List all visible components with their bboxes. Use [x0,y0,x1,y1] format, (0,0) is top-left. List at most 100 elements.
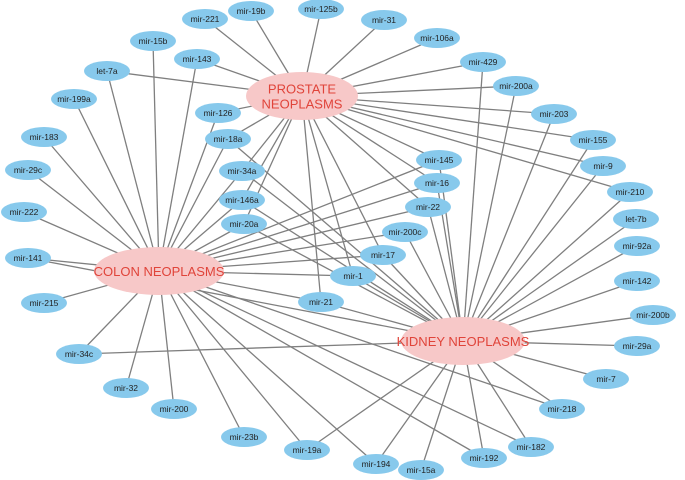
disease-node-shape [246,72,358,120]
mirna-node-mir17[interactable]: mir-17 [360,245,406,265]
disease-node-label: COLON NEOPLASMS [94,264,225,279]
mirna-node-mir142[interactable]: mir-142 [614,271,660,291]
mirna-node-let7b[interactable]: let-7b [613,209,659,229]
mirna-node-mir34c[interactable]: mir-34c [56,344,102,364]
mirna-node-mir203[interactable]: mir-203 [531,104,577,124]
mirna-node-mir126[interactable]: mir-126 [195,103,241,123]
mirna-node-shape [613,209,659,229]
edge-prostate-mir21 [301,95,322,303]
mirna-node-mir29c[interactable]: mir-29c [5,160,51,180]
mirna-node-label: mir-429 [469,57,498,67]
mirna-node-mir222[interactable]: mir-222 [1,202,47,222]
mirna-node-mir155[interactable]: mir-155 [570,130,616,150]
mirna-node-shape [493,76,539,96]
disease-node-colon[interactable]: COLON NEOPLASMS [94,247,225,295]
mirna-node-label: mir-200a [499,81,533,91]
edge-kidney-mir200a [462,85,517,342]
mirna-node-label: mir-221 [191,14,220,24]
mirna-node-label: mir-183 [30,132,59,142]
mirna-node-mir182[interactable]: mir-182 [508,437,554,457]
mirna-node-mir1[interactable]: mir-1 [330,266,376,286]
mirna-node-mir31[interactable]: mir-31 [361,10,407,30]
edge-colon-mir15b [152,40,160,272]
mirna-node-label: mir-142 [623,276,652,286]
mirna-node-mir19a[interactable]: mir-19a [284,440,330,460]
mirna-node-label: mir-155 [579,135,608,145]
mirna-node-shape [353,454,399,474]
mirna-node-shape [460,52,506,72]
mirna-node-mir20a[interactable]: mir-20a [221,214,267,234]
mirna-node-mir143[interactable]: mir-143 [174,49,220,69]
mirna-node-shape [174,49,220,69]
mirna-node-mir183[interactable]: mir-183 [21,127,67,147]
mirna-node-mir200b[interactable]: mir-200b [630,305,676,325]
mirna-node-mir9[interactable]: mir-9 [580,156,626,176]
mirna-node-mir218[interactable]: mir-218 [539,399,585,419]
mirna-node-mir199a[interactable]: mir-199a [51,89,97,109]
mirna-node-let7a[interactable]: let-7a [84,61,130,81]
mirna-node-shape [284,440,330,460]
mirna-node-shape [607,182,653,202]
mirna-node-mir16[interactable]: mir-16 [414,173,460,193]
mirna-node-mir192[interactable]: mir-192 [461,448,507,468]
edge-kidney-mir155 [462,139,594,342]
mirna-node-mir200a[interactable]: mir-200a [493,76,539,96]
mirna-node-label: mir-18a [214,134,243,144]
mirna-node-mir7[interactable]: mir-7 [583,369,629,389]
mirna-node-label: mir-200 [160,404,189,414]
disease-node-shape [94,247,224,295]
mirna-node-mir32[interactable]: mir-32 [103,378,149,398]
mirna-node-mir141[interactable]: mir-141 [5,248,51,268]
mirna-node-shape [205,129,251,149]
mirna-node-mir15a[interactable]: mir-15a [398,460,444,480]
mirna-node-mir429[interactable]: mir-429 [460,52,506,72]
disease-node-label: KIDNEY NEOPLASMS [397,334,530,349]
mirna-node-shape [570,130,616,150]
edge-colon-mir182 [158,270,532,448]
mirna-node-shape [195,103,241,123]
mirna-node-shape [103,378,149,398]
mirna-node-shape [221,214,267,234]
mirna-node-mir125b[interactable]: mir-125b [298,0,344,19]
disease-node-shape [401,317,525,365]
mirna-node-label: mir-15a [407,465,436,475]
mirna-node-label: mir-218 [548,404,577,414]
mirna-node-mir194[interactable]: mir-194 [353,454,399,474]
mirna-node-mir200c[interactable]: mir-200c [382,222,428,242]
mirna-node-label: mir-1 [343,271,363,281]
edge-colon-let7a [106,70,160,272]
mirna-node-mir92a[interactable]: mir-92a [614,236,660,256]
edge-prostate-mir1 [301,95,354,277]
mirna-node-shape [414,173,460,193]
mirna-node-shape [219,161,265,181]
edge-prostate-mir17 [301,95,384,256]
mirna-node-shape [21,127,67,147]
mirna-node-mir200[interactable]: mir-200 [151,399,197,419]
mirna-node-mir106a[interactable]: mir-106a [414,28,460,48]
mirna-node-label: mir-23b [230,432,259,442]
mirna-node-mir146a[interactable]: mir-146a [219,190,265,210]
mirna-node-mir18a[interactable]: mir-18a [205,129,251,149]
edge-prostate-mir210 [301,95,631,193]
disease-node-kidney[interactable]: KIDNEY NEOPLASMS [397,317,530,365]
mirna-node-label: mir-29a [623,341,652,351]
mirna-node-mir221[interactable]: mir-221 [182,9,228,29]
mirna-node-shape [398,460,444,480]
mirna-node-label: mir-194 [362,459,391,469]
mirna-node-mir21[interactable]: mir-21 [298,292,344,312]
mirna-node-mir34a[interactable]: mir-34a [219,161,265,181]
mirna-node-mir210[interactable]: mir-210 [607,182,653,202]
mirna-node-mir29a[interactable]: mir-29a [614,336,660,356]
mirna-node-mir19b[interactable]: mir-19b [228,1,274,21]
mirna-node-mir15b[interactable]: mir-15b [130,31,176,51]
mirna-node-mir23b[interactable]: mir-23b [221,427,267,447]
mirna-node-shape [5,248,51,268]
mirna-node-shape [21,293,67,313]
mirna-node-mir145[interactable]: mir-145 [416,150,462,170]
mirna-node-mir215[interactable]: mir-215 [21,293,67,313]
mirna-node-shape [130,31,176,51]
mirna-node-shape [221,427,267,447]
mirna-node-mir22[interactable]: mir-22 [405,197,451,217]
